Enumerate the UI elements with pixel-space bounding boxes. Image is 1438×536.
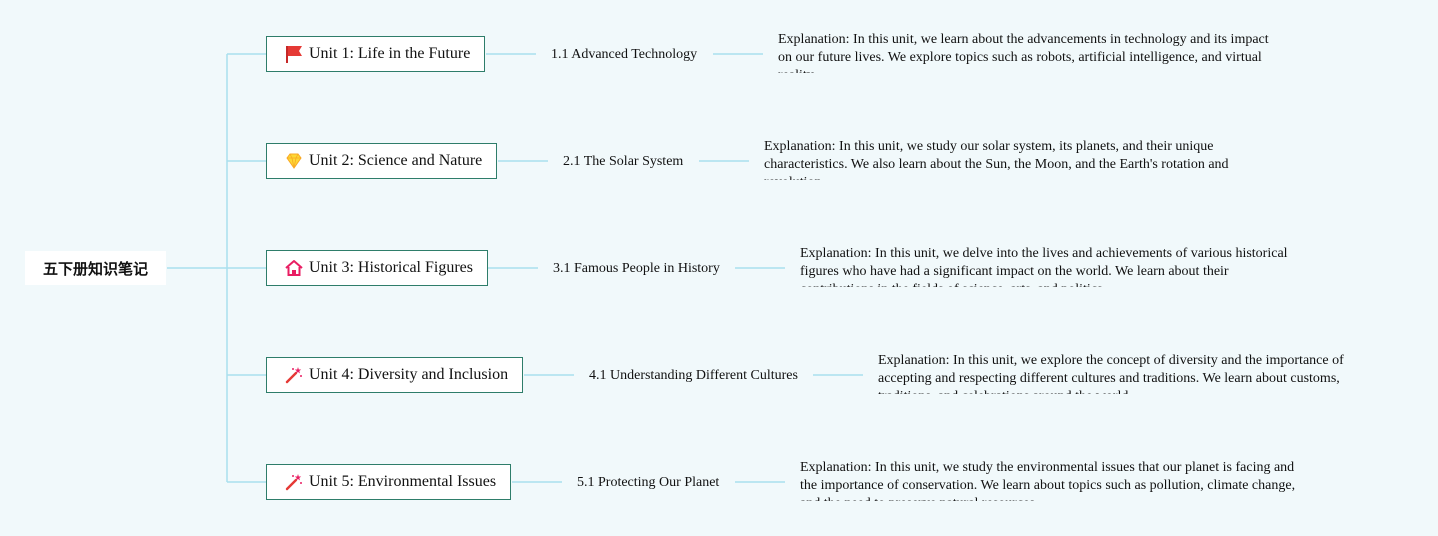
topic-node-4[interactable]: 4.1 Understanding Different Cultures — [589, 368, 798, 384]
root-node-label: 五下册知识笔记 — [42, 259, 148, 278]
explanation-node-1[interactable]: Explanation: In this unit, we learn abou… — [778, 31, 1278, 73]
topic-label: 2.1 The Solar System — [563, 154, 684, 169]
unit-node-5[interactable]: Unit 5: Environmental Issues — [266, 464, 512, 500]
topic-label: 3.1 Famous People in History — [553, 261, 720, 276]
unit-node-label: Unit 2: Science and Nature — [309, 152, 483, 169]
topic-node-5[interactable]: 5.1 Protecting Our Planet — [577, 475, 719, 491]
house-icon — [284, 258, 304, 278]
magic-wand-icon — [284, 365, 304, 385]
red-flag-icon — [284, 44, 304, 64]
topic-label: 1.1 Advanced Technology — [551, 47, 698, 62]
explanation-text: Explanation: In this unit, we study our … — [764, 139, 1229, 180]
unit-node-3[interactable]: Unit 3: Historical Figures — [266, 250, 488, 286]
explanation-text: Explanation: In this unit, we learn abou… — [778, 32, 1269, 73]
explanation-node-2[interactable]: Explanation: In this unit, we study our … — [764, 138, 1244, 180]
unit-node-4[interactable]: Unit 4: Diversity and Inclusion — [266, 357, 524, 393]
root-node[interactable]: 五下册知识笔记 — [25, 251, 166, 285]
magic-wand-icon — [284, 472, 304, 492]
unit-node-2[interactable]: Unit 2: Science and Nature — [266, 143, 498, 179]
unit-node-label: Unit 4: Diversity and Inclusion — [309, 366, 509, 383]
topic-label: 5.1 Protecting Our Planet — [577, 475, 720, 490]
topic-label: 4.1 Understanding Different Cultures — [589, 368, 798, 383]
unit-node-1[interactable]: Unit 1: Life in the Future — [266, 36, 486, 72]
topic-node-2[interactable]: 2.1 The Solar System — [563, 154, 683, 170]
explanation-node-4[interactable]: Explanation: In this unit, we explore th… — [878, 352, 1378, 394]
unit-node-label: Unit 5: Environmental Issues — [309, 473, 497, 490]
unit-node-label: Unit 1: Life in the Future — [309, 45, 471, 62]
explanation-text: Explanation: In this unit, we study the … — [800, 460, 1296, 501]
explanation-node-3[interactable]: Explanation: In this unit, we delve into… — [800, 245, 1300, 287]
unit-node-label: Unit 3: Historical Figures — [309, 259, 473, 276]
explanation-text: Explanation: In this unit, we explore th… — [878, 353, 1344, 394]
explanation-text: Explanation: In this unit, we delve into… — [800, 246, 1288, 287]
topic-node-3[interactable]: 3.1 Famous People in History — [553, 261, 720, 277]
yellow-diamond-icon — [284, 151, 304, 171]
topic-node-1[interactable]: 1.1 Advanced Technology — [551, 47, 697, 63]
explanation-node-5[interactable]: Explanation: In this unit, we study the … — [800, 459, 1300, 501]
